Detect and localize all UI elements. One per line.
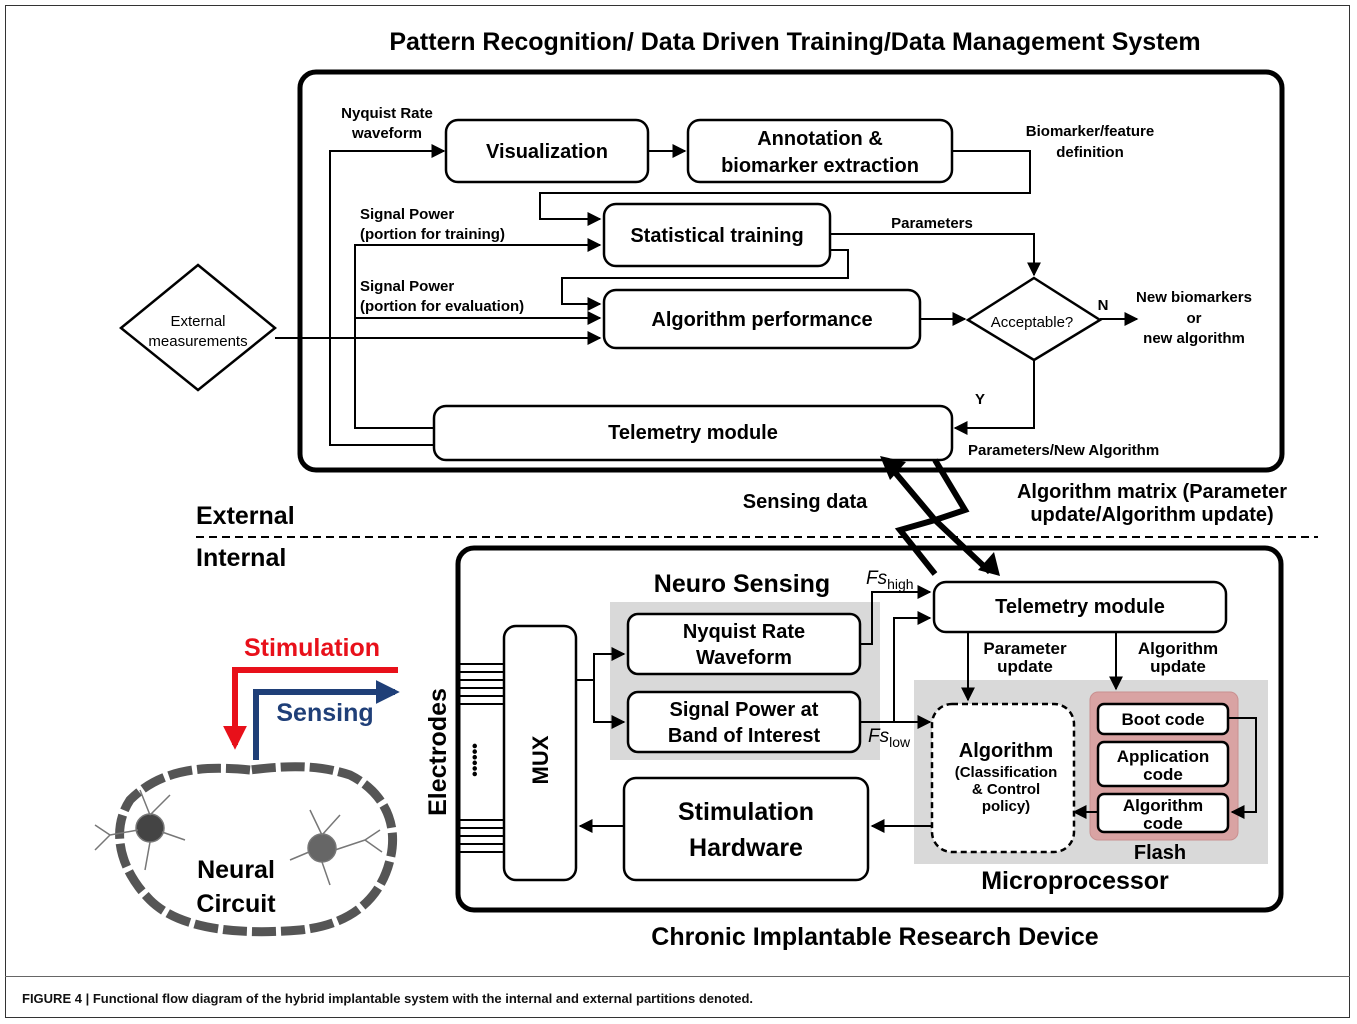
signal-power-training-label-1: Signal Power	[360, 206, 454, 223]
stimulation-hardware-label-1: Stimulation	[678, 798, 814, 826]
internal-telemetry-box	[932, 580, 1228, 634]
application-code-box	[1096, 740, 1230, 788]
external-measurements-label-2: measurements	[148, 333, 247, 350]
biomarker-definition-label-2: definition	[1056, 144, 1124, 161]
parameter-update-label-1: Parameter	[983, 639, 1067, 658]
parameters-label: Parameters	[891, 215, 973, 232]
signal-power-training-label-2: (portion for training)	[360, 226, 505, 243]
sensing-link-arrowhead	[880, 456, 906, 480]
acceptable-label: Acceptable?	[991, 314, 1074, 331]
algorithm-label: Algorithm	[959, 740, 1053, 762]
internal-device-box	[455, 545, 1284, 913]
neuro-sensing-label: Neuro Sensing	[654, 570, 830, 598]
visualization-label: Visualization	[486, 141, 608, 163]
bottom-title: Chronic Implantable Research Device	[651, 923, 1098, 951]
stimulation-hardware-box	[622, 776, 870, 882]
internal-connectors	[576, 585, 1257, 833]
signal-power-eval-label-1: Signal Power	[360, 278, 454, 295]
fs-high-main: Fs	[866, 568, 888, 589]
wireless-links	[890, 458, 993, 576]
figure-frame	[5, 5, 1350, 1018]
external-system-box	[297, 69, 1285, 473]
parameter-update-label-2: update	[997, 657, 1053, 676]
neuron-cell-right	[289, 809, 383, 886]
sensing-data-label: Sensing data	[743, 491, 868, 513]
new-biomarkers-label-2: or	[1187, 310, 1202, 327]
fs-low-label: Fslow	[868, 726, 911, 750]
algorithm-matrix-label-2: update/Algorithm update)	[1030, 504, 1273, 526]
application-code-label-1: Application	[1117, 747, 1210, 766]
external-telemetry-box	[432, 404, 954, 462]
stimulation-label: Stimulation	[244, 634, 380, 662]
classification-label-1: (Classification	[955, 764, 1058, 781]
neuron-cell-left	[94, 789, 186, 871]
microprocessor-label: Microprocessor	[981, 867, 1169, 895]
algorithm-link-arrowhead	[978, 552, 1000, 576]
classification-label-3: policy)	[982, 798, 1030, 815]
external-measurements-label-1: External	[170, 313, 225, 330]
internal-label: Internal	[196, 544, 286, 572]
internal-telemetry-label: Telemetry module	[995, 596, 1165, 618]
annotation-label-2: biomarker extraction	[721, 155, 919, 177]
neural-circuit-label-1: Neural	[197, 856, 275, 884]
neural-circuit-illustration	[94, 762, 398, 937]
nyquist-rate-label-1: Nyquist Rate	[341, 105, 433, 122]
params-new-algorithm-label: Parameters/New Algorithm	[968, 442, 1159, 459]
statistical-training-label: Statistical training	[630, 225, 803, 247]
fs-low-sub: low	[889, 734, 911, 750]
signal-power-label-1: Signal Power at	[670, 699, 819, 721]
algorithm-matrix-label-1: Algorithm matrix (Parameter	[1017, 481, 1287, 503]
stimulation-hardware-label-2: Hardware	[689, 834, 803, 862]
biomarker-definition-label-1: Biomarker/feature	[1026, 123, 1154, 140]
n-label: N	[1098, 297, 1109, 314]
fs-high-sub: high	[887, 576, 913, 592]
electrodes-label: Electrodes	[424, 688, 452, 816]
algorithm-update-label-2: update	[1150, 657, 1206, 676]
nyquist-rate-label-2: waveform	[351, 125, 422, 142]
sensing-arrow	[253, 680, 400, 760]
classification-label-2: & Control	[972, 781, 1040, 798]
new-biomarkers-label-3: new algorithm	[1143, 330, 1245, 347]
caption-divider	[5, 976, 1350, 977]
external-connectors	[275, 144, 1139, 446]
algorithm-box	[930, 702, 1076, 854]
algorithm-code-label-2: code	[1143, 814, 1183, 833]
nyquist-waveform-label-1: Nyquist Rate	[683, 621, 805, 643]
boot-code-label: Boot code	[1121, 710, 1204, 729]
top-title: Pattern Recognition/ Data Driven Trainin…	[389, 28, 1200, 56]
signal-power-eval-label-2: (portion for evaluation)	[360, 298, 524, 315]
new-biomarkers-label-1: New biomarkers	[1136, 289, 1252, 306]
external-measurements-diamond	[119, 263, 277, 392]
annotation-label-1: Annotation &	[757, 128, 883, 150]
algorithm-performance-label: Algorithm performance	[651, 309, 872, 331]
y-label: Y	[975, 391, 985, 408]
fs-high-label: Fshigh	[866, 568, 914, 592]
flash-label: Flash	[1134, 842, 1186, 864]
electrode-lines	[458, 663, 504, 853]
external-label: External	[196, 502, 295, 530]
mux-box	[502, 624, 578, 882]
algorithm-code-label-1: Algorithm	[1123, 796, 1203, 815]
algorithm-update-label-1: Algorithm	[1138, 639, 1218, 658]
external-telemetry-label: Telemetry module	[608, 422, 778, 444]
nyquist-waveform-label-2: Waveform	[696, 647, 792, 669]
neural-circuit-label-2: Circuit	[196, 890, 276, 918]
stimulation-arrow	[223, 667, 398, 750]
fs-low-main: Fs	[868, 726, 890, 747]
electrode-dots: ••••••	[467, 743, 484, 777]
sensing-label: Sensing	[276, 699, 373, 727]
signal-power-label-2: Band of Interest	[668, 725, 821, 747]
application-code-label-2: code	[1143, 765, 1183, 784]
figure-caption: FIGURE 4 | Functional flow diagram of th…	[22, 991, 754, 1006]
mux-label: MUX	[528, 735, 553, 784]
